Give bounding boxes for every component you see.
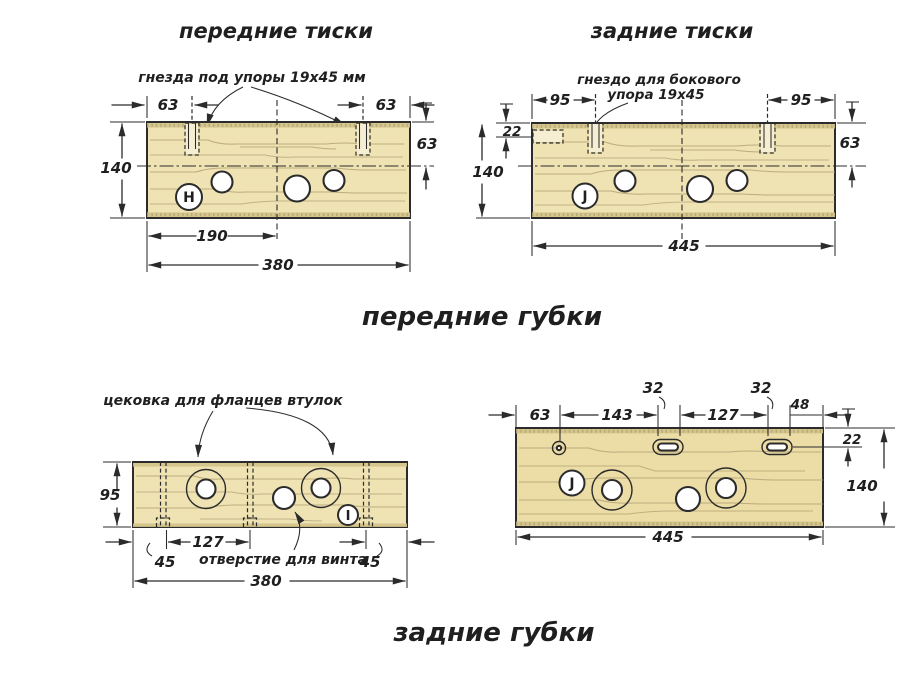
front-jaw-board: I	[132, 461, 408, 528]
hidden-socket-lines	[155, 462, 374, 527]
dim-center-offset: 190	[196, 227, 227, 245]
dim-height: 140	[846, 477, 877, 495]
part-label-circle	[175, 183, 203, 211]
dim-height: 140	[472, 163, 503, 181]
pilot-hole	[551, 440, 567, 456]
part-label: H	[183, 190, 195, 206]
dim-socket-right: 63	[376, 96, 397, 114]
rear-jaw-dimensions: 63 143 32 127 32 48 22 140	[488, 379, 895, 546]
dim-slot-length-right: 32	[751, 379, 772, 397]
stop-socket-right	[759, 122, 776, 154]
slot-left	[652, 438, 684, 456]
part-label: J	[581, 189, 587, 205]
dim-width: 380	[262, 256, 293, 274]
dim-edge-left: 45	[154, 553, 176, 571]
dim-socket-right: 95	[791, 91, 812, 109]
screw-hole	[674, 485, 702, 513]
rear-jaw-board: J	[515, 427, 824, 528]
dim-height: 140	[100, 159, 131, 177]
bushing-counterbore-right	[705, 467, 747, 509]
screw-hole	[685, 174, 715, 204]
dim-height: 95	[100, 486, 121, 504]
stop-socket-left	[184, 122, 200, 156]
rear-vise-board: J	[518, 100, 866, 240]
callout-leader-lines	[195, 407, 336, 458]
slot-right	[761, 438, 793, 456]
side-stop-socket	[532, 129, 564, 144]
part-label: J	[568, 476, 574, 492]
rear-jaws-heading: задние губки	[392, 618, 594, 648]
dim-socket-depth: 63	[840, 134, 861, 152]
front-jaws-heading: передние губки	[362, 302, 602, 332]
dim-socket-left: 95	[550, 91, 571, 109]
bushing-counterbore-left	[591, 469, 633, 511]
dim-slot-to-slot: 127	[707, 406, 739, 424]
bushing-counterbore-left	[185, 468, 227, 510]
rear-vise-dimensions: 95 95 22 140 63	[472, 91, 866, 256]
rear-vise-diagram: задние тиски гнездо для бокового упора 1…	[472, 19, 866, 256]
dim-width: 445	[651, 528, 683, 546]
dim-hole-to-slot: 143	[601, 406, 632, 424]
front-jaw-plate-diagram: цековка для фланцев втулок	[100, 393, 435, 590]
part-label: I	[346, 509, 351, 524]
dim-slot-length-left: 32	[643, 379, 664, 397]
screw-hole	[271, 485, 297, 511]
dim-width: 445	[667, 237, 699, 255]
callout-leader-line	[293, 511, 305, 551]
front-vise-dimensions: 63 63 63 140 190	[100, 96, 437, 274]
screw-hole	[282, 174, 312, 203]
dim-socket-left: 63	[158, 96, 179, 114]
stop-socket-right	[355, 122, 371, 156]
dim-side-socket-depth: 22	[503, 124, 522, 140]
screw-hole	[725, 168, 749, 193]
screw-hole-callout: отверстие для винта	[199, 552, 367, 568]
front-jaw-dimensions: 95 45 127 45 380	[100, 461, 435, 590]
dim-width: 380	[250, 572, 281, 590]
part-label-circle	[337, 504, 359, 526]
dim-socket-depth: 63	[417, 135, 438, 153]
callout-leader-lines	[206, 86, 346, 127]
dim-hole-offset: 63	[530, 406, 551, 424]
part-label-circle	[558, 469, 586, 497]
dim-edge-right: 45	[359, 553, 381, 571]
front-vise-socket-callout: гнезда под упоры 19х45 мм	[138, 70, 365, 86]
bushing-counterbore-right	[300, 467, 342, 509]
front-vise-board: H	[137, 100, 434, 241]
stop-socket-left	[587, 122, 604, 154]
screw-hole	[322, 168, 346, 193]
rear-jaw-plate-diagram: J 63 143 32 127 32 48	[488, 379, 895, 546]
screw-hole	[210, 170, 234, 194]
front-vise-title: передние тиски	[179, 19, 373, 43]
dim-slot-depth: 22	[843, 432, 862, 448]
rear-vise-socket-callout-line2: упора 19х45	[607, 87, 704, 103]
part-label-circle	[571, 182, 599, 210]
rear-vise-title: задние тиски	[590, 19, 754, 43]
dim-slot-to-edge: 48	[790, 397, 810, 413]
front-vise-diagram: передние тиски гнезда под упоры 19х45 мм	[100, 19, 437, 274]
dim-between-bushings: 127	[192, 533, 224, 551]
screw-hole	[613, 169, 637, 193]
counterbore-callout: цековка для фланцев втулок	[103, 393, 343, 409]
rear-vise-socket-callout-line1: гнездо для бокового	[577, 72, 741, 88]
